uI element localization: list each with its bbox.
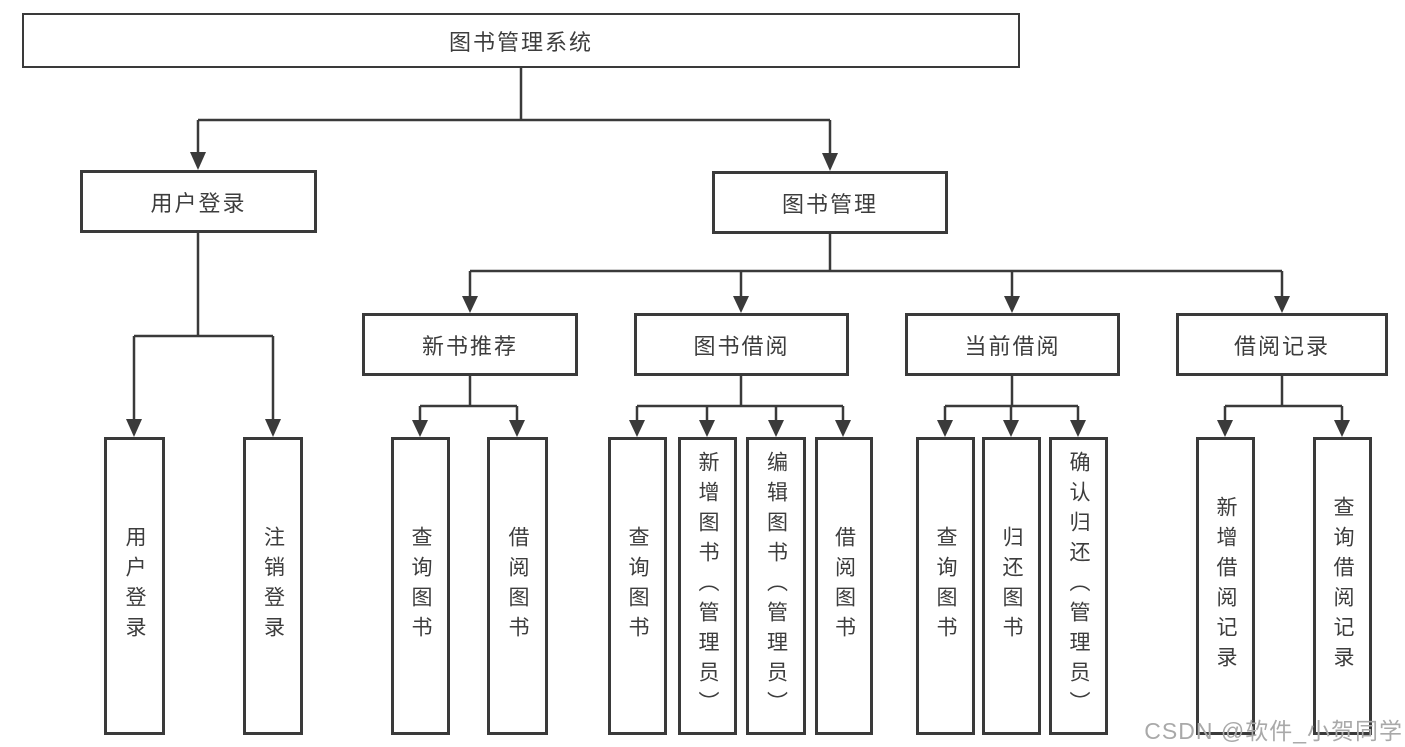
csdn-watermark: CSDN @软件_小贺同学 (1144, 718, 1403, 744)
branch-new-book-recommend: 新书推荐 (362, 313, 578, 376)
leaf-bb-add-books-admin-label: 新增图书（管理员） (696, 451, 719, 721)
leaf-nb-borrow-books-label: 借阅图书 (506, 526, 529, 646)
leaf-nb-query-books-label: 查询图书 (409, 526, 432, 646)
leaf-cb-return-books-label: 归还图书 (1000, 526, 1023, 646)
root-node-library-system: 图书管理系统 (22, 13, 1020, 68)
leaf-cb-return-books: 归还图书 (982, 437, 1041, 735)
leaf-nb-query-books: 查询图书 (391, 437, 450, 735)
leaf-nb-borrow-books: 借阅图书 (487, 437, 548, 735)
leaf-cb-confirm-return-admin-label: 确认归还（管理员） (1067, 451, 1090, 721)
leaf-cb-query-books-label: 查询图书 (934, 526, 957, 646)
leaf-bb-add-books-admin: 新增图书（管理员） (678, 437, 737, 735)
leaf-logout: 注销登录 (243, 437, 303, 735)
leaf-bb-edit-books-admin-label: 编辑图书（管理员） (764, 451, 788, 721)
leaf-bb-borrow-books: 借阅图书 (815, 437, 873, 735)
leaf-br-add-record-label: 新增借阅记录 (1214, 496, 1237, 676)
branch-user-login: 用户登录 (80, 170, 317, 233)
branch-book-management: 图书管理 (712, 171, 948, 234)
branch-borrow-records: 借阅记录 (1176, 313, 1388, 376)
leaf-cb-confirm-return-admin: 确认归还（管理员） (1049, 437, 1108, 735)
leaf-cb-query-books: 查询图书 (916, 437, 975, 735)
leaf-br-add-record: 新增借阅记录 (1196, 437, 1255, 735)
leaf-br-query-record-label: 查询借阅记录 (1331, 496, 1354, 676)
leaf-bb-edit-books-admin: 编辑图书（管理员） (746, 437, 806, 735)
leaf-bb-query-books-label: 查询图书 (626, 526, 649, 646)
leaf-bb-query-books: 查询图书 (608, 437, 667, 735)
branch-book-borrow: 图书借阅 (634, 313, 849, 376)
leaf-user-login-label: 用户登录 (123, 526, 146, 646)
leaf-user-login: 用户登录 (104, 437, 165, 735)
leaf-logout-label: 注销登录 (261, 526, 285, 646)
leaf-bb-borrow-books-label: 借阅图书 (832, 526, 856, 646)
branch-current-borrow: 当前借阅 (905, 313, 1120, 376)
leaf-br-query-record: 查询借阅记录 (1313, 437, 1372, 735)
